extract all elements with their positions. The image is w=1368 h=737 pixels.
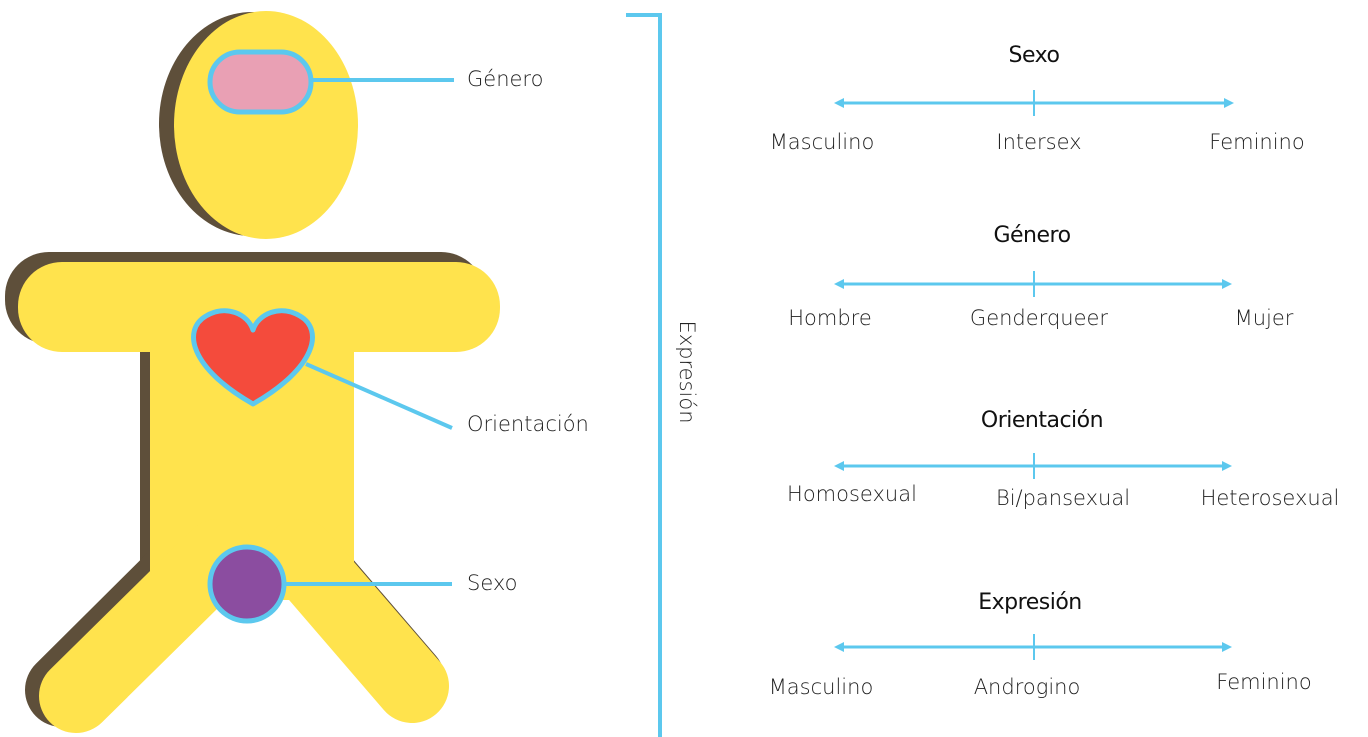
scale-sexo: Sexo Masculino Intersex Feminino bbox=[770, 43, 1305, 154]
scale-middle-label: Genderqueer bbox=[970, 306, 1108, 330]
expresion-bracket: Expresión bbox=[626, 13, 699, 737]
scale-middle-label: Bi/pansexual bbox=[996, 486, 1130, 510]
scale-right-label: Feminino bbox=[1216, 670, 1311, 694]
scale-title: Orientación bbox=[981, 408, 1103, 433]
scale-left-label: Masculino bbox=[770, 130, 875, 154]
scale-left-label: Masculino bbox=[769, 675, 874, 699]
scale-title: Sexo bbox=[1009, 43, 1060, 68]
scale-right-label: Mujer bbox=[1235, 306, 1294, 330]
sexo-label: Sexo bbox=[467, 571, 518, 595]
orientacion-label: Orientación bbox=[467, 412, 589, 436]
expresion-bracket-label: Expresión bbox=[675, 320, 699, 423]
scale-title: Expresión bbox=[978, 590, 1081, 615]
scale-middle-label: Androgino bbox=[974, 675, 1081, 699]
scale-expresion: Expresión Masculino Androgino Feminino bbox=[769, 590, 1312, 699]
scale-right-label: Feminino bbox=[1209, 130, 1304, 154]
scale-title: Género bbox=[993, 223, 1070, 248]
scale-genero: Género Hombre Genderqueer Mujer bbox=[788, 223, 1294, 330]
scale-left-label: Hombre bbox=[788, 306, 872, 330]
scales: Sexo Masculino Intersex Feminino Género … bbox=[769, 43, 1340, 699]
genero-label: Género bbox=[467, 67, 543, 91]
genero-organ bbox=[207, 49, 314, 115]
scale-left-label: Homosexual bbox=[787, 482, 917, 506]
orientacion-connector bbox=[305, 362, 453, 430]
scale-middle-label: Intersex bbox=[996, 130, 1081, 154]
sexo-organ bbox=[207, 544, 287, 624]
scale-orientacion: Orientación Homosexual Bi/pansexual Hete… bbox=[787, 408, 1339, 510]
scale-right-label: Heterosexual bbox=[1201, 486, 1340, 510]
person-figure: Género Orientación Sexo bbox=[5, 11, 589, 733]
heart-icon bbox=[191, 308, 315, 407]
